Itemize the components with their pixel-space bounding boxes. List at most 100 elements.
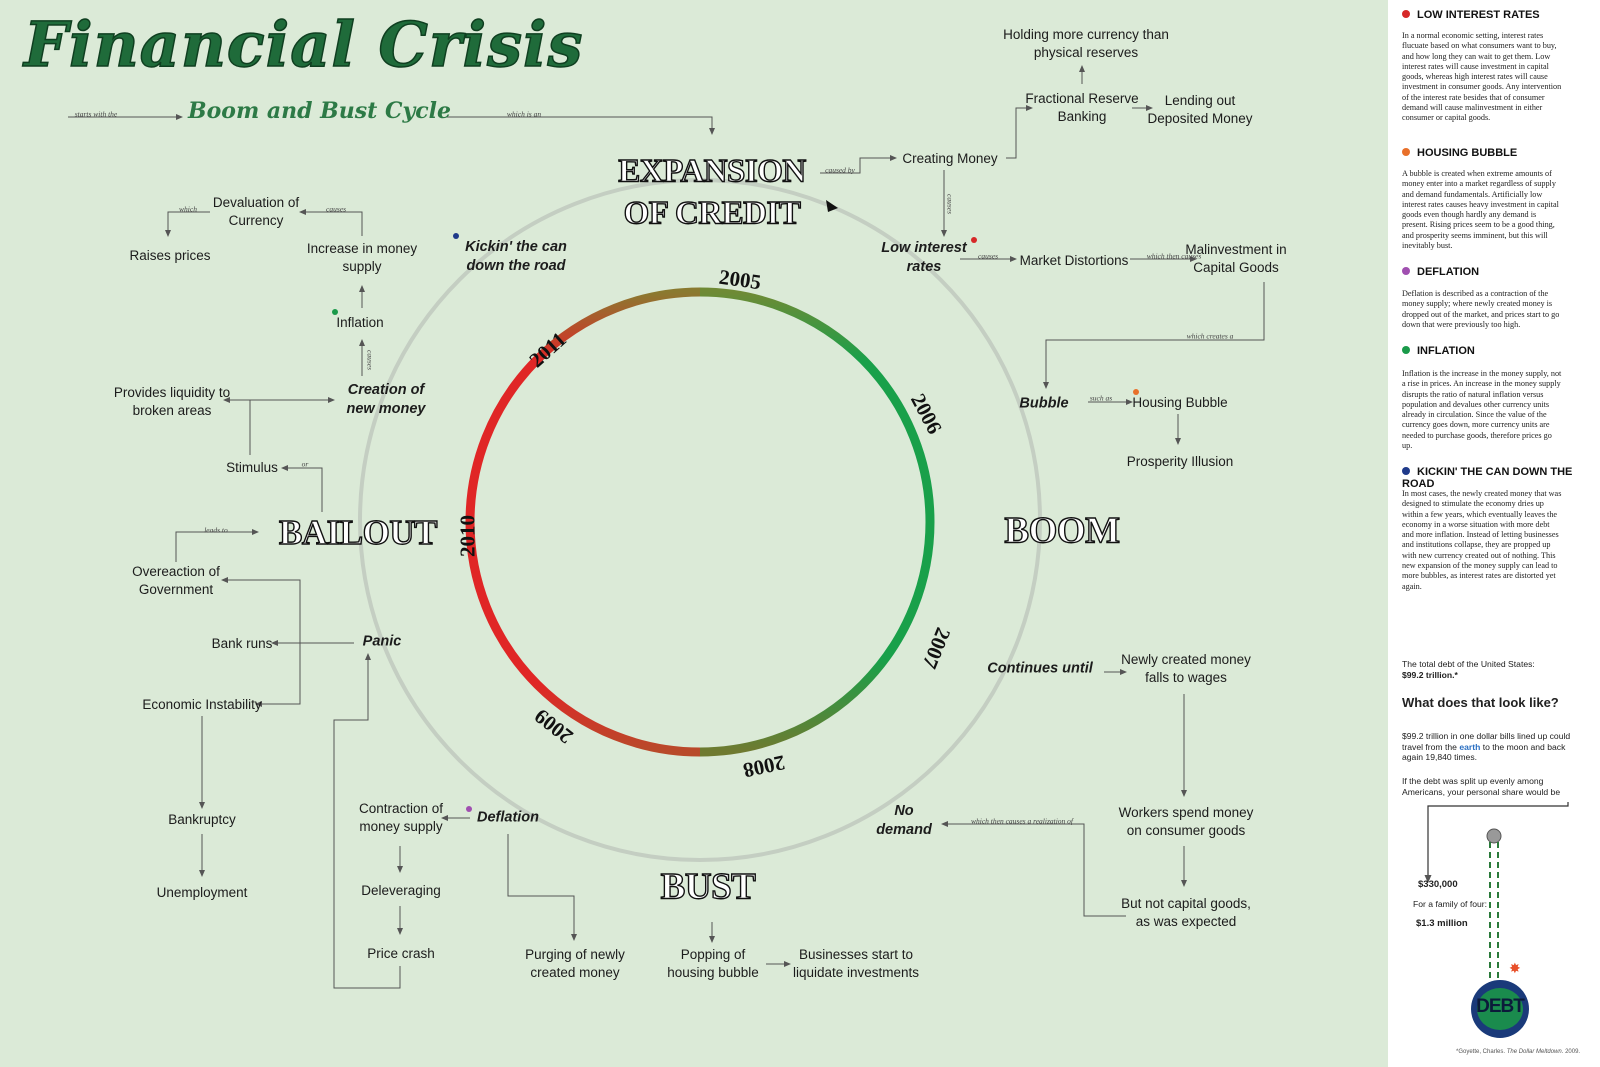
node-prosperity-illusion: Prosperity Illusion (1126, 454, 1234, 469)
sidebar-text-kickin: In most cases, the newly created money t… (1402, 489, 1562, 591)
connector-realization (941, 821, 1126, 917)
connector-leads-to (175, 529, 259, 562)
node-price-crash: Price crash (367, 946, 435, 961)
debt-bomb-icon: DEBT (1471, 980, 1529, 1038)
connector-creating-fractional (1006, 105, 1033, 159)
hub-boom: BOOM (1004, 510, 1121, 552)
kickin-dot (453, 233, 459, 239)
node-bubble: Bubble (1019, 395, 1069, 412)
node-economic-instability: Economic Instability (142, 697, 262, 712)
label-causes-devaluation: causes (326, 204, 346, 214)
debt-value: $99.2 trillion.* (1402, 670, 1458, 680)
hub-expansion-line1: EXPANSION (618, 153, 807, 190)
node-raises-prices: Raises prices (129, 248, 211, 263)
low-interest-dot (971, 237, 977, 243)
node-housing-bubble: Housing Bubble (1132, 395, 1228, 410)
node-panic: Panic (362, 633, 402, 650)
connector-which-creates-a (1043, 282, 1265, 389)
label-starts-with: starts with the (74, 109, 118, 119)
year-label: 2010 (455, 515, 480, 557)
page-subtitle: Boom and Bust Cycle (188, 98, 452, 124)
footnote: *Goyette, Charles. The Dollar Meltdown. … (1456, 1049, 1581, 1055)
housing-bubble-dot (1133, 389, 1139, 395)
bomb-globe (1477, 988, 1523, 1030)
node-continues-until: Continues until (987, 660, 1093, 677)
connector-deflation-purging (507, 834, 577, 941)
share-graphics (1424, 802, 1569, 1030)
label-which-is-an: which is an (506, 109, 542, 119)
label-which-creates-a: which creates a (1186, 331, 1234, 341)
node-creating-money: Creating Money (902, 151, 998, 166)
cycle-circle (358, 178, 1042, 862)
sidebar-dot (1402, 346, 1410, 354)
page-title: Financial Crisis (23, 7, 584, 82)
sidebar-text-low-interest: In a normal economic setting, interest r… (1402, 31, 1562, 123)
split-text: If the debt was split up evenly among Am… (1402, 776, 1561, 797)
sidebar-text-inflation: Inflation is the increase in the money s… (1402, 369, 1562, 451)
sidebar-dot (1402, 10, 1410, 18)
connector-increase-devaluation (299, 209, 363, 236)
label-such-as: such as (1089, 393, 1113, 403)
label-or: or (301, 459, 309, 469)
sidebar-heading-deflation: DEFLATION (1402, 266, 1479, 278)
connector-which-is-an (446, 116, 715, 135)
connector-or (281, 465, 323, 512)
node-deflation: Deflation (476, 809, 540, 826)
bomb-text: DEBT (1476, 996, 1525, 1017)
label-causes: causes (978, 251, 998, 261)
label-leads-to: leads to (204, 525, 228, 535)
label-causes-inflation: causes (365, 350, 375, 370)
earth-word: earth (1459, 741, 1481, 752)
label-which-then-causes: which then causes (1146, 251, 1202, 261)
node-bankruptcy: Bankruptcy (168, 812, 236, 827)
hub-bailout: BAILOUT (278, 512, 438, 552)
year-ring-left (465, 287, 701, 757)
node-market-distortions: Market Distortions (1019, 253, 1129, 268)
diagram-svg (68, 65, 1265, 989)
node-inflation: Inflation (336, 315, 384, 330)
family-value: $1.3 million (1416, 918, 1468, 929)
sidebar-heading-low-interest: LOW INTEREST RATES (1402, 9, 1540, 21)
node-unemployment: Unemployment (156, 885, 248, 900)
sidebar-heading-housing-bubble: HOUSING BUBBLE (1402, 147, 1517, 159)
node-stimulus: Stimulus (226, 460, 278, 475)
sidebar: LOW INTEREST RATES In a normal economic … (1388, 0, 1600, 1067)
earth-text: $99.2 trillion in one dollar bills lined… (1402, 731, 1571, 762)
spark-icon: ✸ (1509, 960, 1521, 976)
family-label: For a family of four: (1413, 899, 1488, 909)
connector-devaluation-raises (165, 211, 210, 237)
node-not-capital: But not capital goods,as was expected (1121, 896, 1251, 929)
sidebar-dot (1402, 267, 1410, 275)
diagram-area (0, 0, 1388, 1067)
sidebar-heading-inflation: INFLATION (1402, 345, 1475, 357)
cycle-arrowhead (826, 200, 838, 212)
sidebar-heading-kickin: KICKIN' THE CAN DOWN THE ROAD (1402, 466, 1573, 490)
sidebar-dot (1402, 148, 1410, 156)
connector-caused-by (820, 155, 897, 174)
hub-expansion-line2: OF CREDIT (623, 195, 802, 232)
connector-panic-instability (255, 643, 301, 707)
personal-share: $330,000 (1418, 879, 1458, 890)
connector-stimulus-creation (249, 397, 335, 455)
label-which: which (179, 204, 197, 214)
sidebar-text-housing-bubble: A bubble is created when extreme amounts… (1402, 169, 1559, 251)
node-bank-runs: Bank runs (211, 636, 273, 651)
connector-panic-overreaction (221, 577, 301, 643)
